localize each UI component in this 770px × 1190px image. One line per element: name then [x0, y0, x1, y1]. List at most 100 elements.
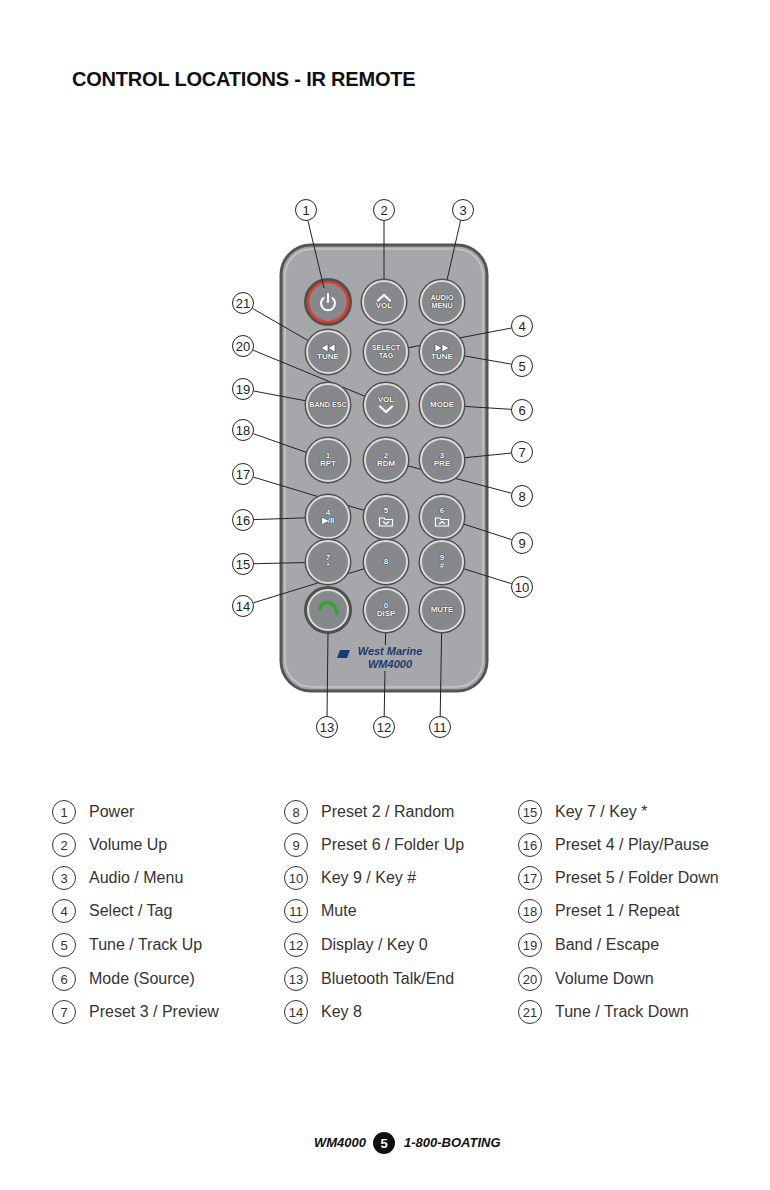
leader-line	[447, 221, 461, 281]
remote-button: 9#	[420, 540, 464, 584]
button-label: RPT	[320, 460, 336, 468]
key-entry: 16Preset 4 / Play/Pause	[518, 833, 709, 857]
leader-line	[440, 632, 441, 716]
key-description: Tune / Track Down	[555, 1003, 689, 1021]
button-label: MODE	[430, 401, 454, 409]
power-button	[306, 280, 350, 324]
key-circle: 8	[284, 800, 308, 824]
footer-text: WM4000	[314, 1135, 366, 1150]
button-label: TUNE	[317, 353, 339, 361]
key-number: 6	[60, 972, 67, 987]
page-title: CONTROL LOCATIONS - IR REMOTE	[72, 68, 415, 91]
leader-line	[464, 453, 511, 458]
leader-line	[254, 518, 306, 520]
button-label: 4	[326, 509, 330, 517]
key-description: Select / Tag	[89, 902, 172, 920]
callout-number: 15	[236, 557, 250, 572]
key-entry: 4 Select / Tag	[52, 899, 172, 923]
remote-button: 0DISP	[364, 588, 408, 632]
remote-button: VOL	[362, 280, 406, 324]
footer-text: 1-800-BOATING	[404, 1135, 501, 1150]
callout-circle: 4	[511, 315, 533, 337]
callout-number: 17	[236, 467, 250, 482]
remote-button: MUTE	[420, 588, 464, 632]
callout-circle: 13	[316, 716, 338, 738]
leader-line	[384, 221, 385, 280]
callout-number: 4	[518, 319, 525, 334]
leader-line	[463, 524, 512, 540]
key-description: Preset 1 / Repeat	[555, 902, 680, 920]
callout-circle: 8	[511, 485, 533, 507]
callout-circle: 14	[232, 595, 254, 617]
brand-name: West Marine	[356, 645, 425, 658]
remote-body: West MarineWM4000VOLAUDIO MENUTUNESELECT…	[280, 244, 488, 692]
key-description: Power	[89, 803, 134, 821]
key-number: 1	[60, 805, 67, 820]
remote-button: MODE	[420, 383, 464, 427]
callout-circle: 15	[232, 553, 254, 575]
key-entry: 6Mode (Source)	[52, 967, 195, 991]
callout-number: 13	[320, 720, 334, 735]
key-description: Preset 4 / Play/Pause	[555, 836, 709, 854]
remote-button: 2RDM	[364, 438, 408, 482]
button-label: 7	[326, 554, 330, 562]
callout-number: 21	[236, 296, 250, 311]
leader-line	[464, 356, 511, 364]
key-circle: 17	[518, 866, 542, 890]
remote-button: SELECT TAG	[364, 330, 408, 374]
button-label: 9	[440, 554, 444, 562]
callout-number: 19	[236, 382, 250, 397]
button-icon	[378, 405, 394, 414]
key-number: 21	[523, 1005, 537, 1020]
callout-circle: 12	[373, 716, 395, 738]
leader-line	[308, 221, 324, 288]
button-label: VOL	[376, 302, 392, 310]
key-number: 4	[60, 904, 67, 919]
leader-line	[253, 434, 307, 453]
callout-number: 18	[236, 423, 250, 438]
button-icon	[434, 343, 450, 353]
key-circle: 19	[518, 933, 542, 957]
key-circle: 15	[518, 800, 542, 824]
brand-logo-mark	[337, 650, 350, 658]
key-entry: 2Volume Up	[52, 833, 167, 857]
button-label: ▶/II	[322, 517, 335, 525]
remote-button: VOL	[364, 383, 408, 427]
remote-button: 4▶/II	[306, 495, 350, 539]
key-entry: 13Bluetooth Talk/End	[284, 967, 454, 991]
key-description: Band / Escape	[555, 936, 659, 954]
leader-line	[327, 633, 328, 716]
talk-button	[306, 588, 350, 632]
callout-number: 9	[518, 536, 525, 551]
key-description: Key 9 / Key #	[321, 869, 416, 887]
key-number: 18	[523, 904, 537, 919]
key-description: Tune / Track Up	[89, 936, 202, 954]
button-label: 0	[384, 602, 388, 610]
key-number: 2	[60, 838, 67, 853]
leader-line	[254, 391, 307, 401]
key-entry: 7Preset 3 / Preview	[52, 1000, 219, 1024]
key-number: 3	[60, 871, 67, 886]
button-icon	[378, 516, 394, 527]
talk-button-ring	[308, 590, 348, 630]
callout-circle: 10	[511, 576, 533, 598]
callout-number: 14	[236, 599, 250, 614]
key-entry: 11Mute	[284, 899, 357, 923]
callout-circle: 11	[429, 716, 451, 738]
callout-number: 3	[459, 203, 466, 218]
callout-number: 16	[236, 513, 250, 528]
callout-number: 20	[236, 339, 250, 354]
key-number: 20	[523, 972, 537, 987]
key-circle: 9	[284, 833, 308, 857]
key-description: Preset 5 / Folder Down	[555, 869, 719, 887]
callout-number: 7	[518, 445, 525, 460]
key-entry: 12Display / Key 0	[284, 933, 428, 957]
callout-circle: 7	[511, 441, 533, 463]
remote-button: 1RPT	[306, 438, 350, 482]
button-label: VOL	[378, 396, 394, 404]
button-icon	[320, 343, 336, 353]
callout-circle: 17	[232, 463, 254, 485]
key-circle: 13	[284, 967, 308, 991]
phone-icon	[320, 603, 337, 613]
key-circle: 12	[284, 933, 308, 957]
